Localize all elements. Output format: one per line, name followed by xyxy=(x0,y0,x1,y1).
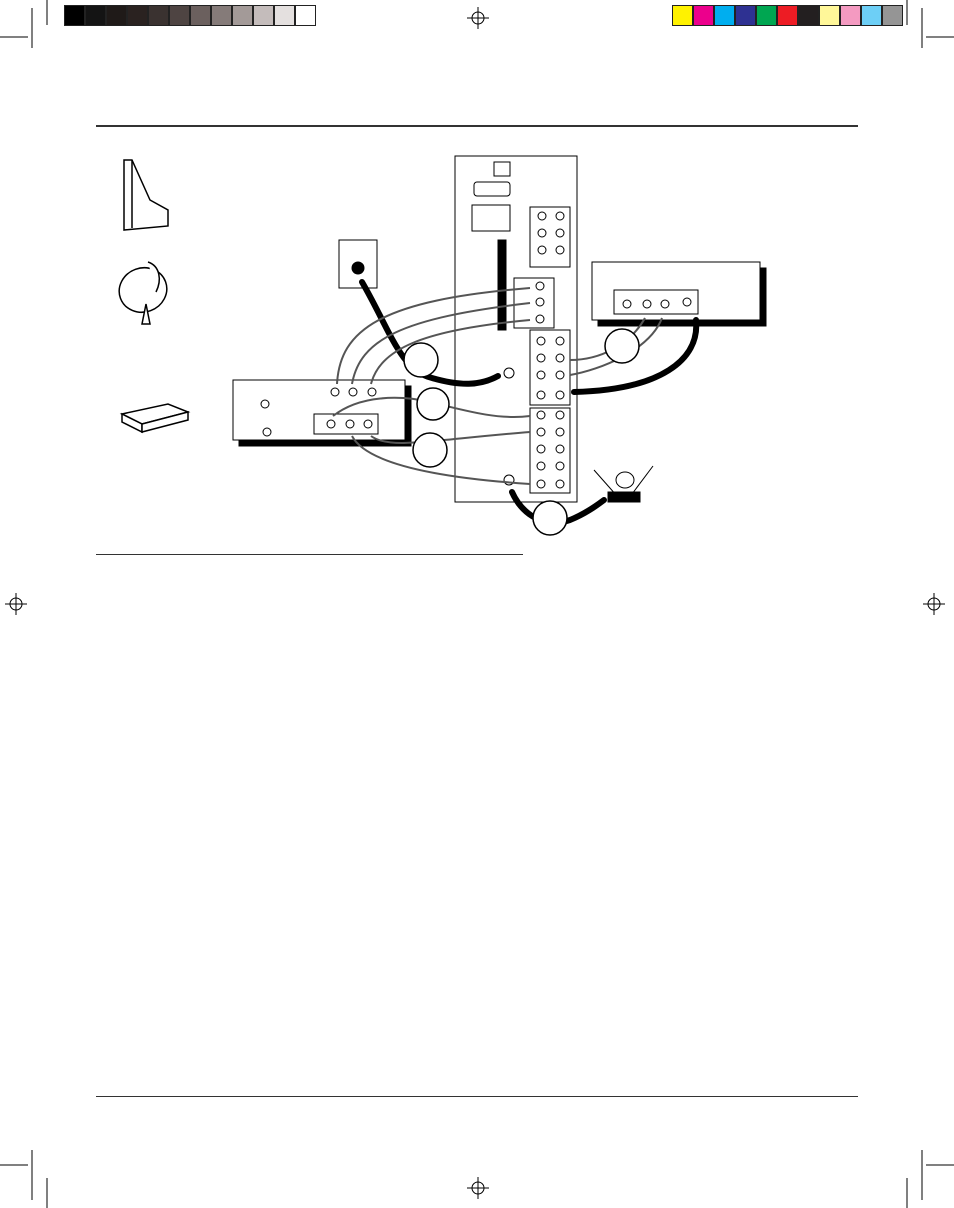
step-circle xyxy=(417,388,449,420)
vcr xyxy=(233,380,411,446)
satellite-dish-icon xyxy=(113,261,173,324)
registration-target-bottom xyxy=(467,1177,489,1199)
step-circle xyxy=(533,501,567,535)
registration-target-left xyxy=(5,593,27,615)
tv-side-icon xyxy=(124,160,168,230)
dvd-player xyxy=(592,262,766,326)
wall-cable-outlet xyxy=(339,240,377,288)
receiver-box-icon xyxy=(122,404,188,432)
step-circle xyxy=(404,343,438,377)
step-circle xyxy=(413,433,447,467)
antenna xyxy=(594,466,653,502)
step-circle xyxy=(605,329,639,363)
registration-target-top xyxy=(467,7,489,29)
registration-target-right xyxy=(923,593,945,615)
